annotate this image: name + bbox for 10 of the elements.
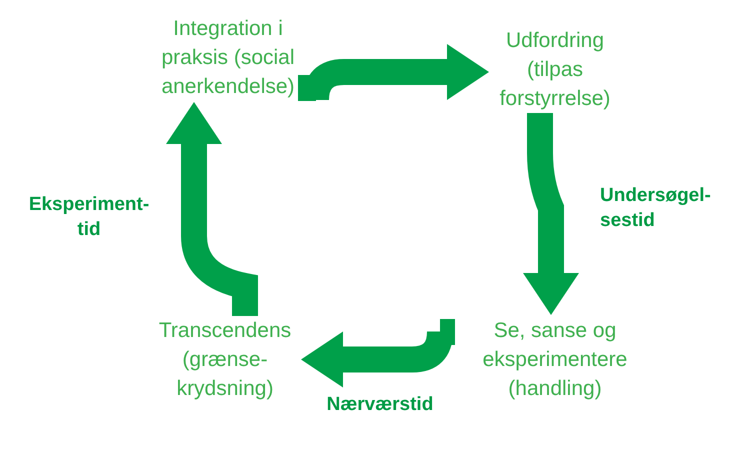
edge-label: Nærværstid xyxy=(326,393,434,417)
curved-arrow xyxy=(301,318,455,388)
stage-text: Udfordring (tilpas forstyrrelse) xyxy=(490,26,620,113)
stage-text: Se, sanse og eksperimentere (handling) xyxy=(455,316,655,403)
curved-arrow xyxy=(523,113,579,315)
curved-arrow xyxy=(166,102,258,316)
stage-text: Transcendens (grænse- krydsning) xyxy=(150,316,300,403)
edge-label: Eksperiment- tid xyxy=(28,193,150,242)
edge-label: Undersøgel- sestid xyxy=(600,184,712,233)
stage-text: Integration i praksis (social anerkendelse) xyxy=(158,14,298,101)
